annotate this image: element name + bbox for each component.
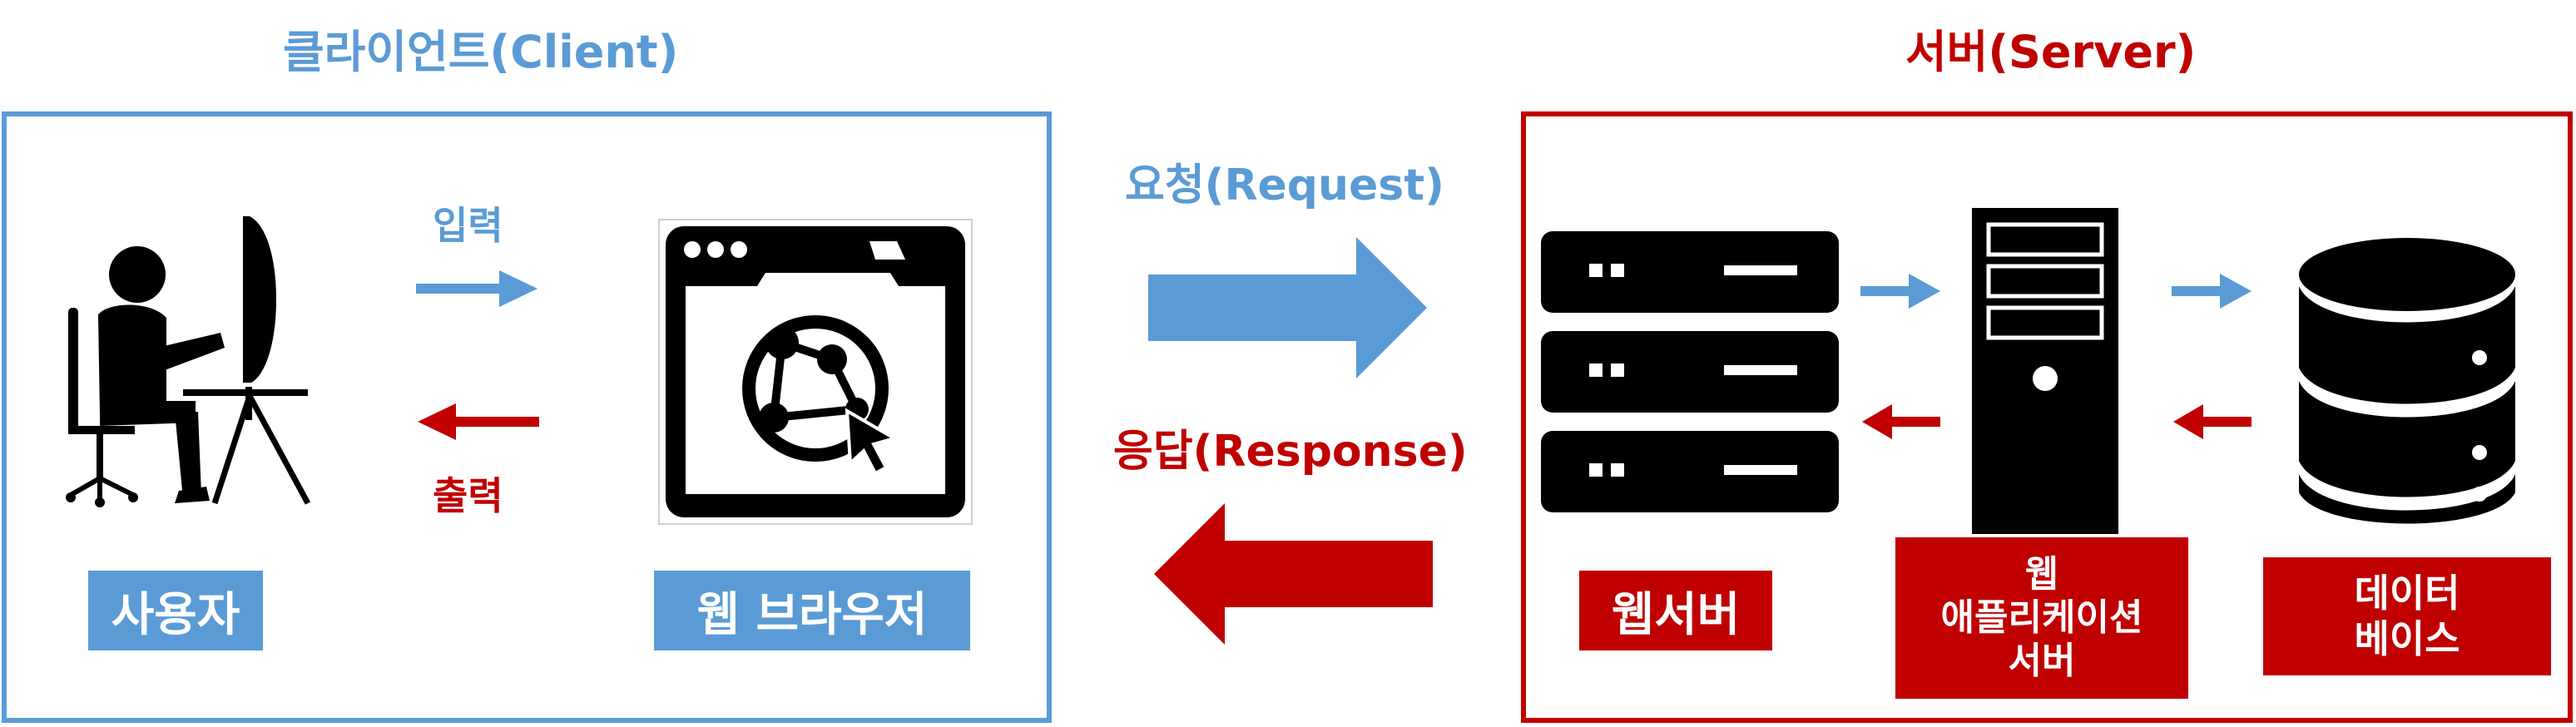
server-title: 서버(Server) bbox=[1905, 26, 2197, 78]
client-title: 클라이언트(Client) bbox=[283, 26, 679, 78]
input-label: 입력 bbox=[433, 203, 503, 248]
app-server-label: 웹 애플리케이션 서버 bbox=[1895, 537, 2188, 699]
response-arrow bbox=[1154, 503, 1433, 645]
database-icon bbox=[2299, 238, 2515, 524]
web-server-icon bbox=[1541, 231, 1839, 512]
browser-label: 웹 브라우저 bbox=[654, 571, 970, 650]
db-to-app-arrow bbox=[2173, 404, 2252, 439]
client-box bbox=[2, 111, 1052, 723]
input-arrow bbox=[416, 270, 537, 307]
response-label: 응답(Response) bbox=[1113, 427, 1468, 477]
output-label: 출력 bbox=[433, 473, 503, 518]
request-arrow bbox=[1148, 237, 1427, 378]
request-label: 요청(Request) bbox=[1125, 161, 1444, 210]
app-to-ws-arrow bbox=[1862, 404, 1940, 439]
user-at-computer-icon bbox=[66, 216, 311, 507]
output-arrow bbox=[418, 403, 539, 440]
user-label: 사용자 bbox=[88, 571, 263, 650]
app-to-db-arrow bbox=[2172, 274, 2252, 309]
database-label: 데이터 베이스 bbox=[2263, 557, 2551, 675]
web-browser-icon bbox=[658, 219, 973, 525]
app-server-tower-icon bbox=[1972, 208, 2118, 534]
ws-to-app-arrow bbox=[1860, 274, 1940, 309]
server-box bbox=[1521, 111, 2573, 723]
web-server-label: 웹서버 bbox=[1579, 571, 1772, 650]
